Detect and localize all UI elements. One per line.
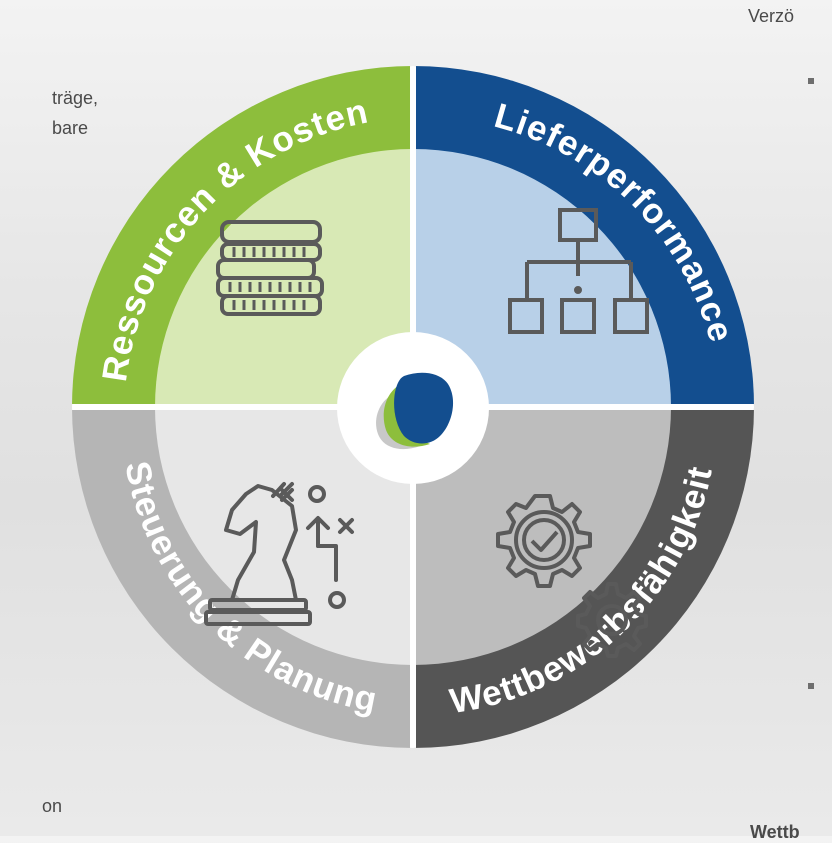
bg-text-top-right: Verzö: [748, 6, 795, 26]
bg-text-bottom-left: on: [42, 796, 63, 816]
coins-stack-icon: [216, 220, 324, 316]
chess-knight-strategy-icon: [204, 482, 354, 626]
bg-text-left-1: träge,: [52, 88, 99, 108]
org-chart-icon: [508, 208, 649, 334]
gears-check-icon: [496, 494, 648, 658]
company-logo: [376, 372, 454, 450]
bullet-marker: [808, 78, 814, 84]
bg-text-left-2: bare: [52, 118, 89, 138]
bullet-marker: [808, 683, 814, 689]
